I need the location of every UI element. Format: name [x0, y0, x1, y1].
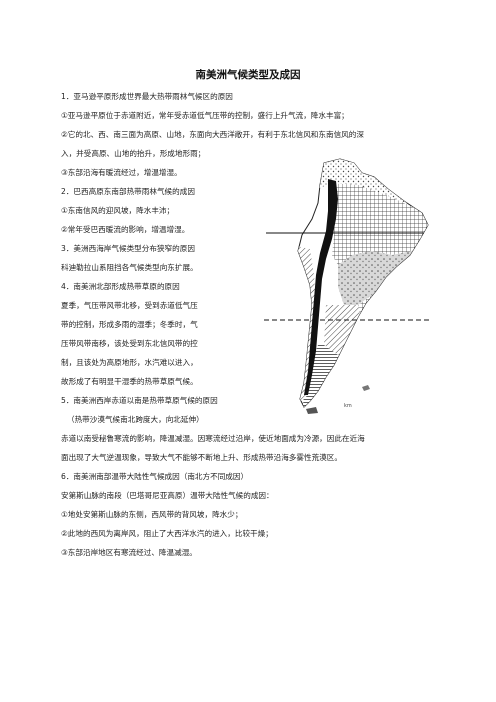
text-line-23: ①地处安第斯山脉的东侧，西风带的背风坡，降水少；	[61, 510, 243, 519]
tierra-del-fuego	[306, 407, 318, 414]
text-line-14: 压带风带南移，该处受到东北信风带的控	[61, 339, 198, 348]
text-line-19: 赤道以南受秘鲁寒流的影响，降温减湿。因寒流经过沿岸，使近地面成为冷源，因此在近海	[61, 434, 365, 443]
text-line-5: ③东部沿海有暖流经过，增温增湿。	[61, 168, 182, 177]
text-line-13: 带的控制，形成多雨的湿季；冬季时，气	[61, 320, 198, 329]
text-line-4: 入，并受高原、山地的抬升，形成地形雨；	[61, 149, 206, 158]
scale-label: km	[344, 403, 352, 409]
text-line-6: 2．巴西高原东南部热带雨林气候的成因	[61, 187, 195, 196]
page-title: 南美洲气候类型及成因	[195, 69, 301, 81]
text-line-12: 夏季，气压带风带北移，受到赤道低气压	[61, 301, 198, 310]
text-line-22: 安第斯山脉的南段（巴塔哥尼亚高原）温带大陆性气候的成因：	[61, 491, 274, 500]
falkland-islands	[362, 385, 370, 391]
text-line-1: 1．亚马逊平原形成世界最大热带雨林气候区的原因	[61, 92, 233, 101]
text-line-24: ②此地的西风为离岸风，阻止了大西洋水汽的进入，比较干燥；	[61, 529, 273, 538]
text-line-8: ②常年受巴西暖流的影响，增温增湿。	[61, 225, 190, 234]
text-line-25: ③东部沿岸地区有寒流经过、降温减湿。	[61, 548, 197, 557]
zone-amazon-rainforest	[328, 183, 428, 265]
south-america-climate-map: km	[264, 158, 430, 414]
text-line-11: 4．南美洲北部形成热带草原的原因	[61, 282, 180, 291]
text-line-16: 故形成了有明显干湿季的热带草原气候。	[61, 377, 198, 386]
text-line-9: 3．美洲西海岸气候类型分布狭窄的原因	[61, 244, 195, 253]
text-line-20: 面出现了大气逆温现象，导致大气不能够不断地上升、形成热带沿海多雾性荒漠区。	[61, 453, 342, 462]
text-line-15: 制，且该处为高原地形，水汽难以进入，	[61, 358, 198, 367]
text-line-2: ①亚马逊平原位于赤道附近，常年受赤道低气压带的控制，盛行上升气流，降水丰富；	[61, 111, 349, 120]
text-line-10: 科迪勒拉山系阻挡各气候类型向东扩展。	[61, 263, 198, 272]
text-line-21: 6．南美洲南部温带大陆性气候成因（南北方不同成因）	[61, 472, 249, 481]
text-line-7: ①东南信风的迎风坡，降水丰沛；	[61, 206, 175, 215]
text-line-17: 5．南美洲西岸赤道以南是热带草原气候的原因	[61, 396, 218, 405]
text-line-3: ②它的北、西、南三面为高原、山地，东面向大西洋敞开，有利于东北信风和东南信风的深	[61, 130, 364, 139]
text-line-18: （热带沙漠气候南北跨度大，向北延伸）	[67, 415, 204, 424]
